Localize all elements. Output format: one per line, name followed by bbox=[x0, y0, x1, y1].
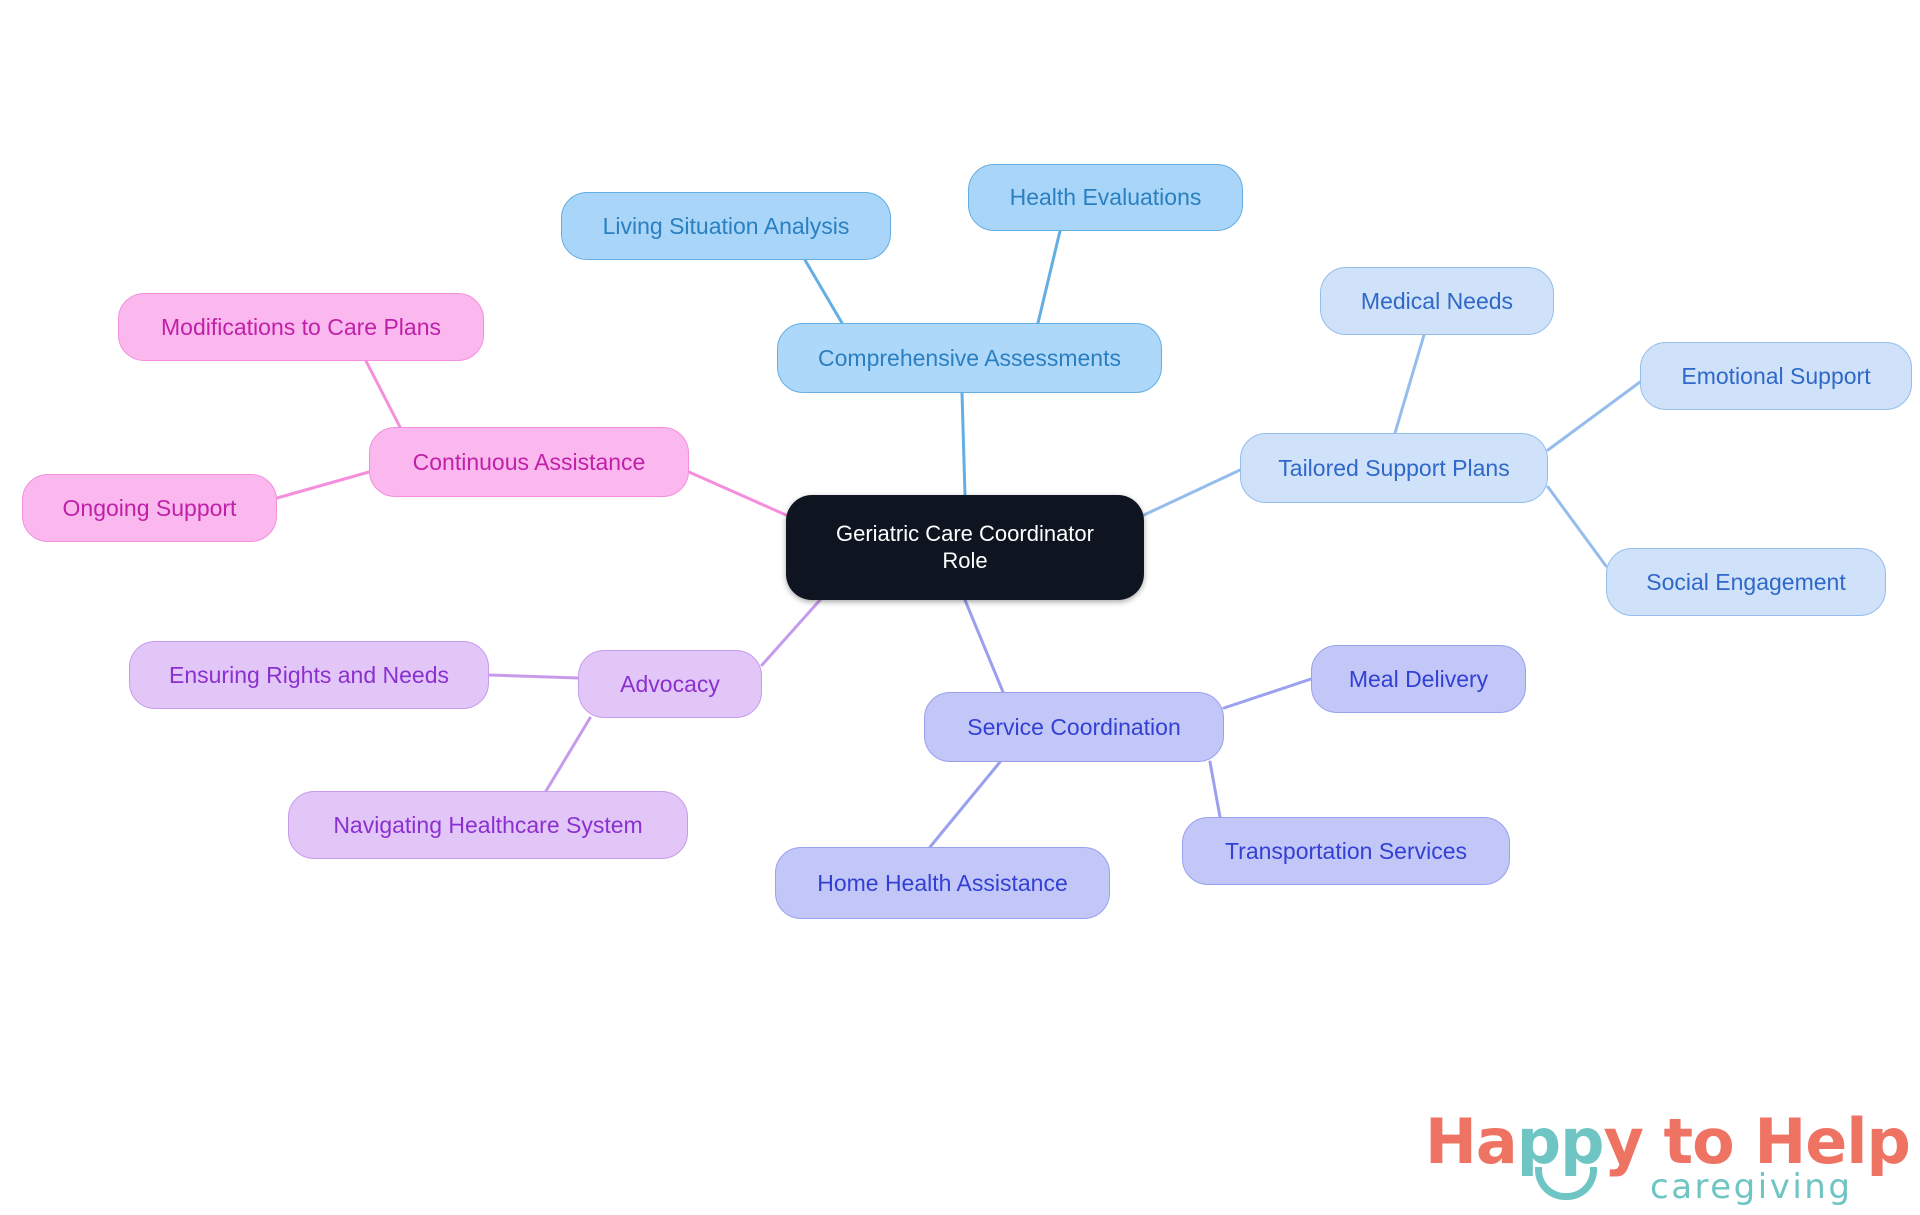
edge-root-advocacy bbox=[760, 598, 822, 667]
node-label: Transportation Services bbox=[1224, 837, 1468, 864]
node-meal-delivery[interactable]: Meal Delivery bbox=[1311, 645, 1526, 713]
node-label: Emotional Support bbox=[1681, 362, 1871, 389]
edge-root-comprehensive-assessments bbox=[960, 391, 967, 497]
node-label: Tailored Support Plans bbox=[1278, 454, 1510, 481]
edge-root-service-coordination bbox=[963, 598, 1005, 694]
node-continuous-assistance[interactable]: Continuous Assistance bbox=[369, 427, 689, 497]
node-label: Navigating Healthcare System bbox=[333, 811, 643, 838]
node-home-health-assistance[interactable]: Home Health Assistance bbox=[775, 847, 1110, 919]
edge-tailored-support-plans-emotional-support bbox=[1546, 380, 1642, 452]
smile-icon bbox=[1535, 1167, 1597, 1200]
node-social-engagement[interactable]: Social Engagement bbox=[1606, 548, 1886, 616]
node-label: Continuous Assistance bbox=[412, 448, 646, 475]
node-label: Geriatric Care Coordinator Role bbox=[836, 520, 1094, 573]
node-transportation-services[interactable]: Transportation Services bbox=[1182, 817, 1510, 885]
node-root[interactable]: Geriatric Care Coordinator Role bbox=[786, 495, 1144, 600]
edge-service-coordination-home-health bbox=[928, 760, 1002, 849]
node-label: Medical Needs bbox=[1360, 287, 1514, 314]
node-living-situation-analysis[interactable]: Living Situation Analysis bbox=[561, 192, 891, 260]
logo-wordmark: Happy to Help bbox=[1425, 1105, 1911, 1178]
logo-text-part1: Ha bbox=[1425, 1105, 1518, 1178]
node-ensuring-rights-and-needs[interactable]: Ensuring Rights and Needs bbox=[129, 641, 489, 709]
node-label: Comprehensive Assessments bbox=[818, 344, 1121, 371]
node-advocacy[interactable]: Advocacy bbox=[578, 650, 762, 718]
node-label: Service Coordination bbox=[967, 713, 1181, 740]
node-label: Social Engagement bbox=[1646, 568, 1846, 595]
node-service-coordination[interactable]: Service Coordination bbox=[924, 692, 1224, 762]
logo-text-part2: pp bbox=[1516, 1105, 1605, 1178]
node-label: Advocacy bbox=[620, 670, 720, 697]
node-modifications-to-care-plans[interactable]: Modifications to Care Plans bbox=[118, 293, 484, 361]
edge-tailored-support-plans-medical-needs bbox=[1393, 333, 1426, 435]
node-health-evaluations[interactable]: Health Evaluations bbox=[968, 164, 1243, 231]
edge-service-coordination-meal-delivery bbox=[1222, 677, 1313, 710]
node-label: Home Health Assistance bbox=[817, 869, 1068, 896]
edge-continuous-assistance-modifications bbox=[364, 359, 402, 429]
node-label: Living Situation Analysis bbox=[602, 212, 850, 239]
logo-tagline: caregiving bbox=[1650, 1167, 1853, 1207]
node-label: Modifications to Care Plans bbox=[161, 313, 441, 340]
edge-comprehensive-assessments-health-evaluations bbox=[1036, 229, 1062, 325]
brand-logo: Happy to Help caregiving bbox=[1425, 1105, 1911, 1207]
node-label: Meal Delivery bbox=[1348, 665, 1489, 692]
edge-continuous-assistance-ongoing-support bbox=[275, 470, 371, 500]
logo-text-part3: y to Help bbox=[1603, 1105, 1911, 1178]
node-label: Ensuring Rights and Needs bbox=[169, 661, 449, 688]
edge-comprehensive-assessments-living-situation-analysis bbox=[803, 258, 844, 325]
edge-root-tailored-support-plans bbox=[1142, 468, 1242, 517]
node-medical-needs[interactable]: Medical Needs bbox=[1320, 267, 1554, 335]
edge-advocacy-navigating-healthcare bbox=[544, 716, 592, 793]
edge-advocacy-ensuring-rights bbox=[487, 673, 580, 680]
node-emotional-support[interactable]: Emotional Support bbox=[1640, 342, 1912, 410]
node-label: Ongoing Support bbox=[62, 494, 237, 521]
node-ongoing-support[interactable]: Ongoing Support bbox=[22, 474, 277, 542]
edge-tailored-support-plans-social-engagement bbox=[1546, 485, 1608, 568]
node-comprehensive-assessments[interactable]: Comprehensive Assessments bbox=[777, 323, 1162, 393]
node-tailored-support-plans[interactable]: Tailored Support Plans bbox=[1240, 433, 1548, 503]
node-navigating-healthcare-system[interactable]: Navigating Healthcare System bbox=[288, 791, 688, 859]
edge-root-continuous-assistance bbox=[687, 470, 788, 517]
node-label: Health Evaluations bbox=[1009, 184, 1202, 211]
edge-service-coordination-transportation bbox=[1208, 760, 1222, 819]
